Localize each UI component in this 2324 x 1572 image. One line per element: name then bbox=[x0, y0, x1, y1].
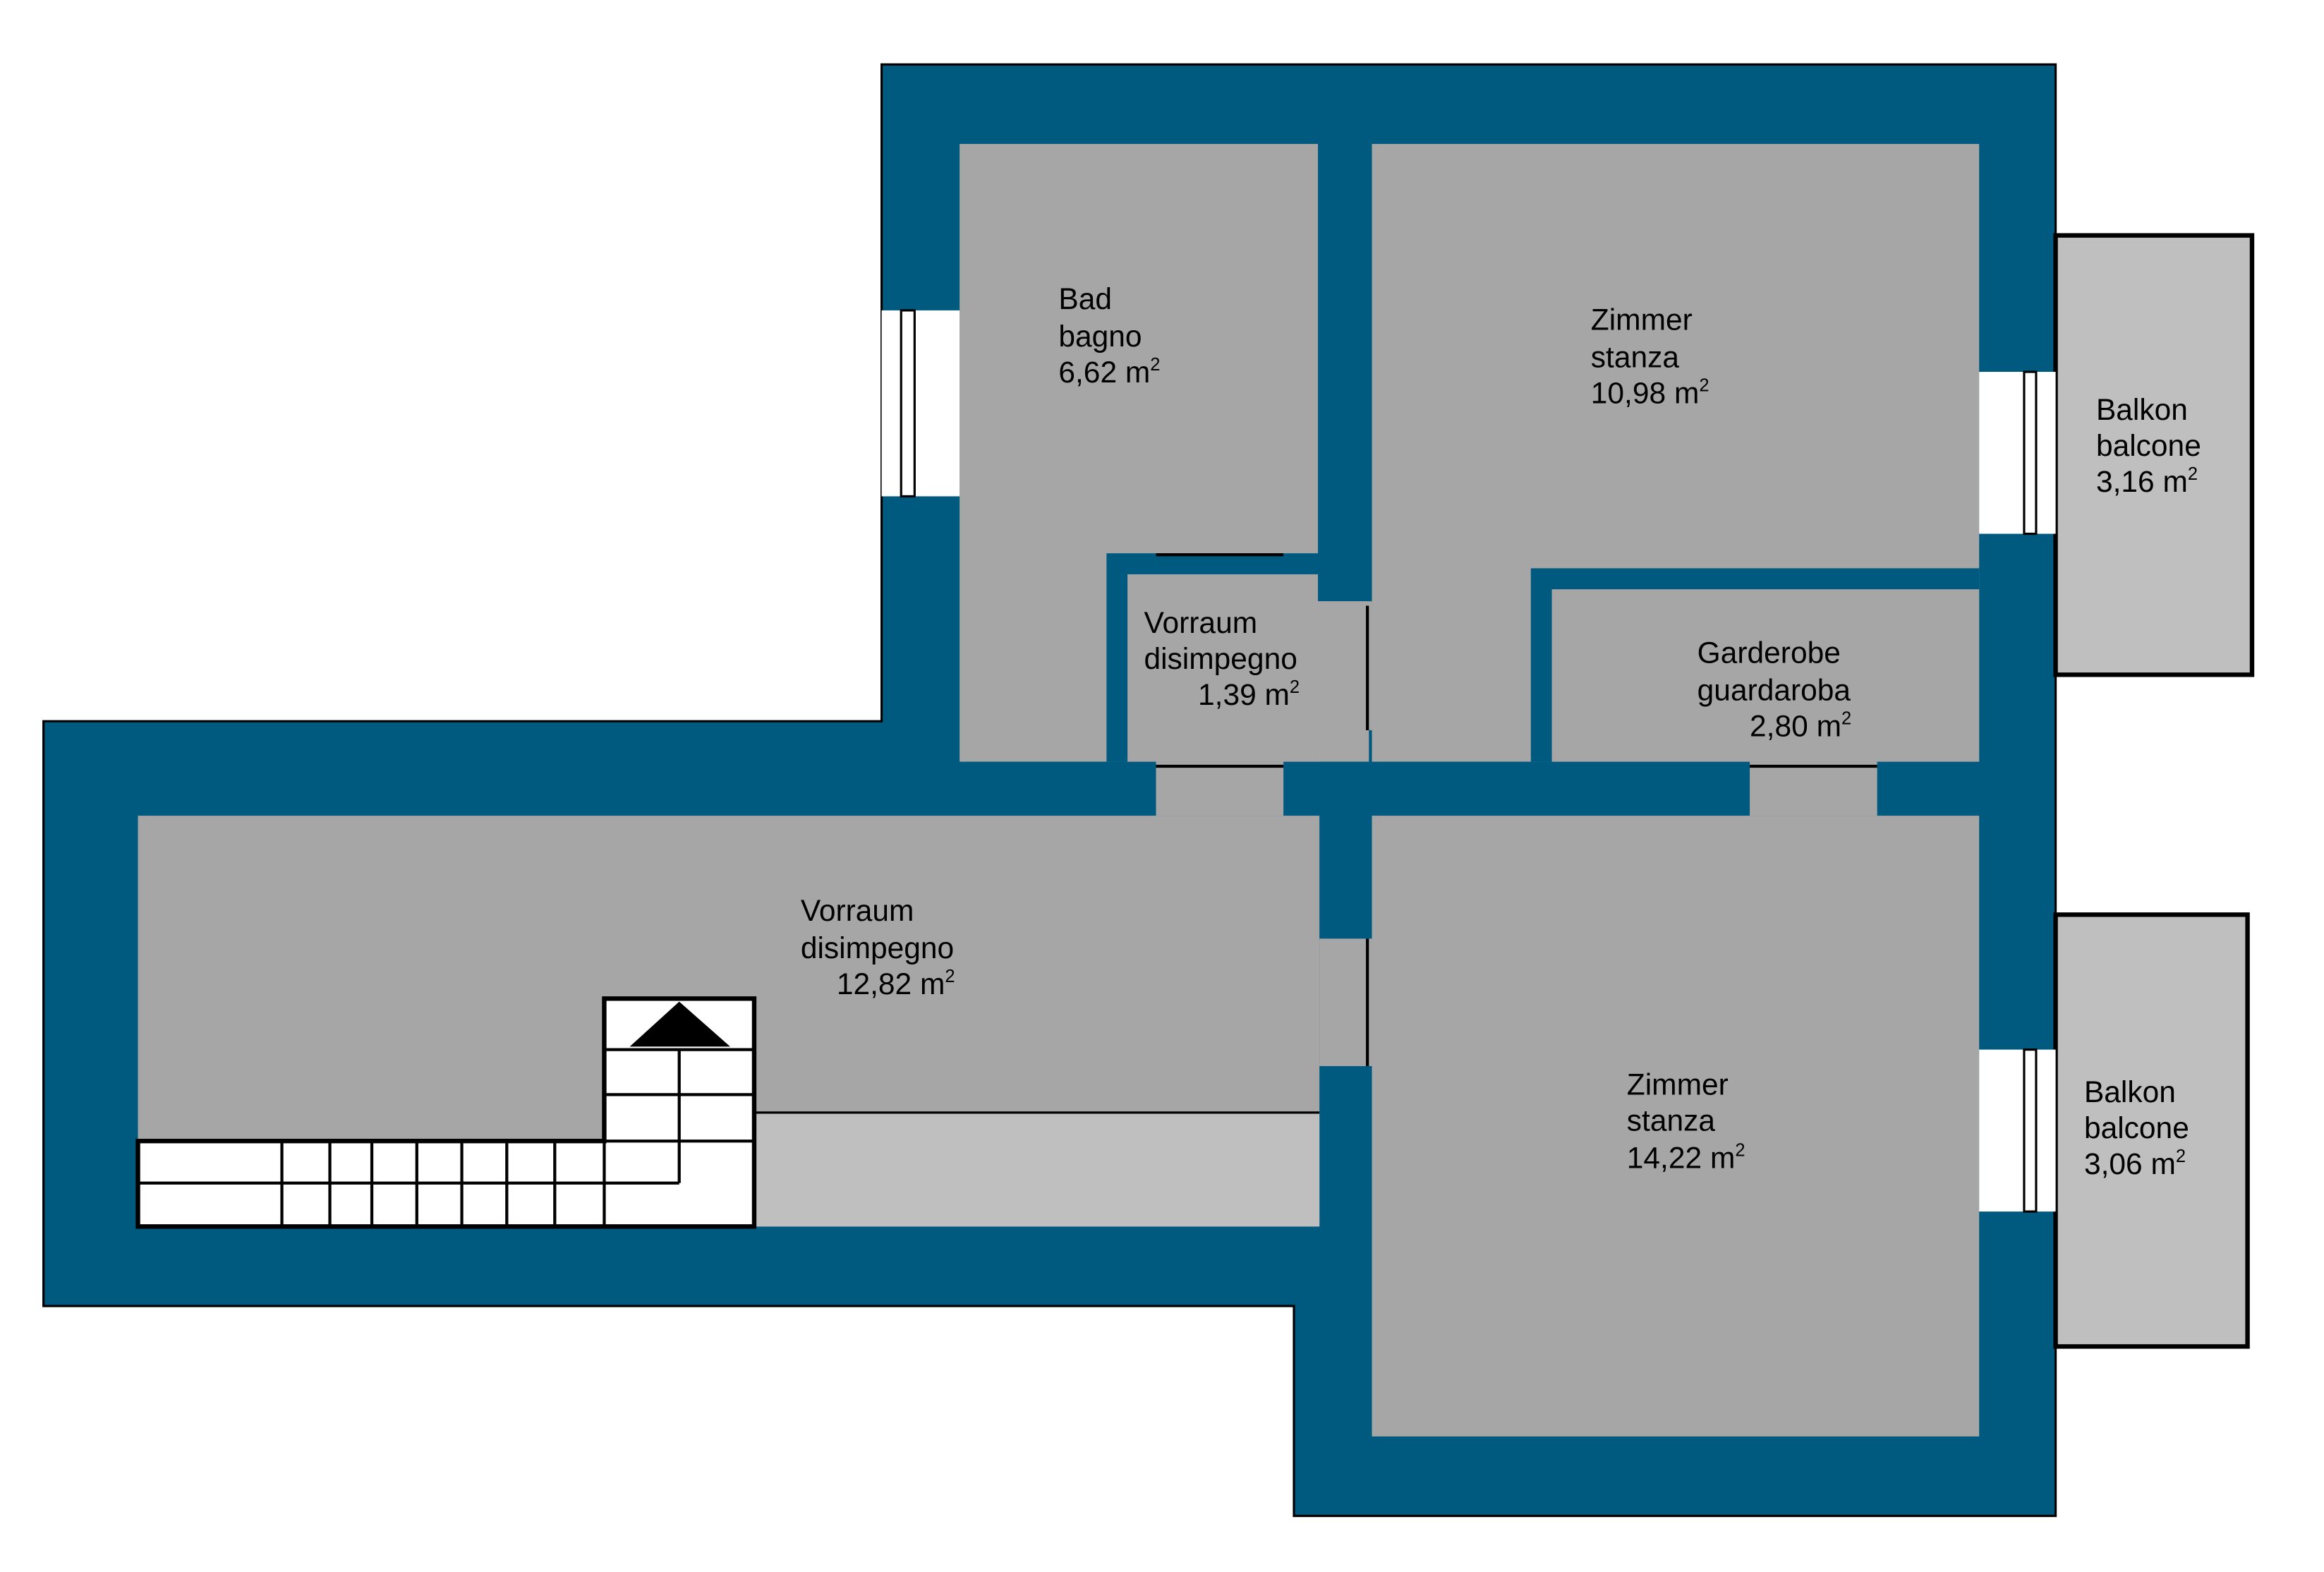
room-label-balkon-bottom: Balkon balcone 3,06 m2 bbox=[2084, 1076, 2189, 1181]
svg-text:14,22 m2: 14,22 m2 bbox=[1627, 1140, 1745, 1175]
svg-text:Zimmer: Zimmer bbox=[1627, 1068, 1729, 1101]
garderobe-area bbox=[1551, 589, 1980, 762]
svg-text:balcone: balcone bbox=[2084, 1112, 2189, 1145]
svg-text:Zimmer: Zimmer bbox=[1591, 304, 1693, 337]
staircase bbox=[135, 996, 757, 1229]
svg-text:balcone: balcone bbox=[2096, 430, 2201, 463]
room-label-zimmer-top: Zimmer stanza 10,98 m2 bbox=[1591, 304, 1709, 411]
door-opening[interactable] bbox=[1319, 938, 1372, 1066]
svg-text:Balkon: Balkon bbox=[2096, 394, 2188, 427]
window bbox=[1979, 370, 2056, 536]
svg-text:stanza: stanza bbox=[1627, 1104, 1716, 1137]
svg-text:Balkon: Balkon bbox=[2084, 1076, 2176, 1109]
svg-text:10,98 m2: 10,98 m2 bbox=[1591, 376, 1709, 411]
door-lines bbox=[1156, 553, 1877, 1066]
svg-text:stanza: stanza bbox=[1591, 341, 1680, 375]
svg-text:3,16 m2: 3,16 m2 bbox=[2096, 464, 2198, 499]
balkon-bottom-area bbox=[2053, 912, 2250, 1349]
door-opening[interactable] bbox=[1156, 761, 1284, 816]
vorraum-strip bbox=[754, 1112, 1320, 1227]
svg-text:disimpegno: disimpegno bbox=[1144, 643, 1297, 676]
zimmer-bottom-area bbox=[1372, 816, 1980, 1437]
svg-text:Garderobe: Garderobe bbox=[1697, 636, 1841, 670]
room-label-zimmer-bottom: Zimmer stanza 14,22 m2 bbox=[1627, 1068, 1745, 1175]
room-label-vorraum-large: Vorraum disimpegno 12,82 m2 bbox=[801, 895, 955, 1001]
svg-text:guardaroba: guardaroba bbox=[1697, 674, 1851, 707]
room-label-vorraum-small: Vorraum disimpegno 1,39 m2 bbox=[1144, 607, 1300, 712]
svg-text:bagno: bagno bbox=[1058, 320, 1142, 353]
svg-text:6,62 m2: 6,62 m2 bbox=[1058, 355, 1160, 389]
stair-direction-arrow-icon bbox=[629, 1001, 730, 1047]
room-label-garderobe: Garderobe guardaroba 2,80 m2 bbox=[1697, 636, 1852, 743]
window bbox=[1979, 1048, 2056, 1213]
svg-text:Vorraum: Vorraum bbox=[801, 895, 914, 928]
svg-text:disimpegno: disimpegno bbox=[801, 932, 954, 965]
svg-text:3,06 m2: 3,06 m2 bbox=[2084, 1147, 2186, 1181]
svg-text:12,82 m2: 12,82 m2 bbox=[837, 967, 955, 1001]
window bbox=[881, 309, 960, 498]
room-label-bad: Bad bagno 6,62 m2 bbox=[1058, 283, 1160, 389]
svg-text:2,80 m2: 2,80 m2 bbox=[1750, 708, 1851, 743]
svg-text:Bad: Bad bbox=[1058, 283, 1112, 316]
door-opening[interactable] bbox=[1750, 761, 1877, 816]
room-label-balkon-top: Balkon balcone 3,16 m2 bbox=[2096, 394, 2201, 499]
wall-bad-zimmer bbox=[1318, 144, 1372, 602]
door-opening[interactable] bbox=[1318, 601, 1372, 730]
svg-text:Vorraum: Vorraum bbox=[1144, 607, 1257, 640]
svg-text:1,39 m2: 1,39 m2 bbox=[1198, 677, 1300, 712]
